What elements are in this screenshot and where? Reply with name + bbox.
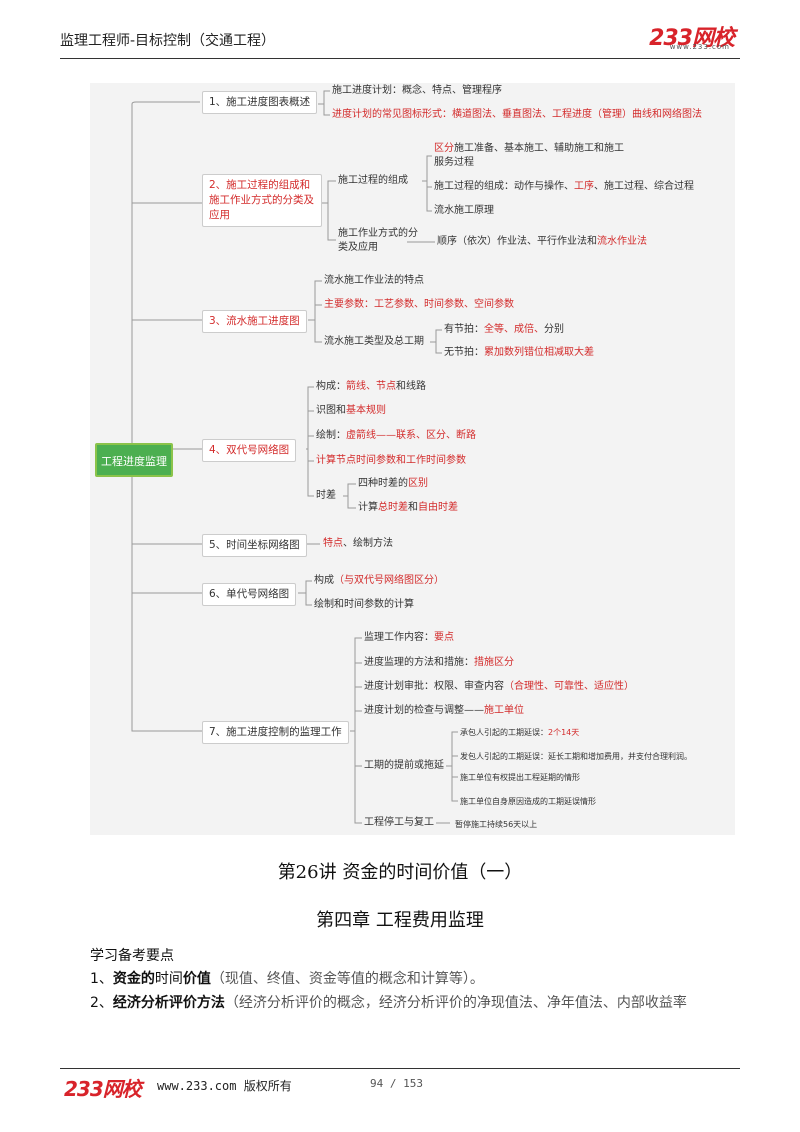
branch-3-item: 无节拍：累加数列错位相减取大差 xyxy=(444,347,594,358)
branch-4-subnode: 时差 xyxy=(316,490,336,501)
brand-logo: 233网校 xyxy=(649,26,735,51)
branch-7-item: 进度监理的方法和措施：措施区分 xyxy=(364,657,514,668)
branch-7-item: 进度计划审批：权限、审查内容（合理性、可靠性、适应性） xyxy=(364,681,634,692)
footer-copyright: www.233.com 版权所有 xyxy=(157,1079,292,1093)
item-highlight: 特点 xyxy=(323,538,343,549)
item-highlight: 全等、成倍、 xyxy=(484,324,544,335)
mind-map: 工程进度监理 1、施工进度图表概述 施工进度计划：概念、特点、管理程序 进度计划… xyxy=(90,83,735,835)
branch-1-item: 进度计划的常见图标形式：横道图法、垂直图法、工程进度（管理）曲线和网络图法 xyxy=(332,109,702,120)
branch-3-item: 有节拍：全等、成倍、分别 xyxy=(444,324,564,335)
item-highlight: 工序 xyxy=(574,181,594,192)
item-highlight: 自由时差 xyxy=(418,502,458,513)
branch-6-item: 构成（与双代号网络图区分） xyxy=(314,575,444,586)
item-text: 、绘制方法 xyxy=(343,538,393,549)
study-point-2: 2、经济分析评价方法（经济分析评价的概念，经济分析评价的净现值法、净年值法、内部… xyxy=(90,995,687,1011)
branch-4-item: 识图和基本规则 xyxy=(316,405,386,416)
branch-4-item: 构成：箭线、节点和线路 xyxy=(316,381,426,392)
branch-7-subnode: 工程停工与复工 xyxy=(364,817,434,828)
branch-5-item: 特点、绘制方法 xyxy=(323,537,393,551)
branch-2-subnode: 施工作业方式的分类及应用 xyxy=(338,228,418,253)
branch-3-node: 3、流水施工进度图 xyxy=(202,310,307,333)
item-highlight: 累加数列错位相减取大差 xyxy=(484,347,594,358)
item-highlight: 虚箭线——联系、区分、断路 xyxy=(346,430,476,441)
branch-4-node: 4、双代号网络图 xyxy=(202,439,297,462)
branch-2-node: 2、施工过程的组成和施工作业方式的分类及应用 xyxy=(202,174,322,227)
branch-4-item: 计算节点时间参数和工作时间参数 xyxy=(316,455,466,466)
branch-7-node: 7、施工进度控制的监理工作 xyxy=(202,721,349,744)
mind-map-connectors xyxy=(131,90,458,824)
footer-logo: 233网校 xyxy=(64,1077,142,1101)
branch-7-subitem: 施工单位自身原因造成的工期延误情形 xyxy=(460,797,596,806)
item-highlight: （与双代号网络图区分） xyxy=(334,575,444,586)
branch-2-item: 区分施工准备、基本施工、辅助施工和施工服务过程 xyxy=(434,142,624,170)
header-divider xyxy=(60,58,740,59)
branch-3-subnode: 流水施工类型及总工期 xyxy=(324,336,424,347)
branch-7-subitem: 发包人引起的工期延误：延长工期和增加费用，并支付合理利润。 xyxy=(460,752,692,761)
footer-divider xyxy=(60,1068,740,1069)
chapter-title: 第四章 工程费用监理 xyxy=(316,910,484,931)
branch-3-item: 流水施工作业法的特点 xyxy=(324,275,424,286)
branch-4-item: 绘制：虚箭线——联系、区分、断路 xyxy=(316,430,476,441)
branch-7-subitem: 暂停施工持续56天以上 xyxy=(455,820,538,829)
branch-2-item: 施工过程的组成：动作与操作、工序、施工过程、综合过程 xyxy=(434,181,694,192)
document-header-title: 监理工程师-目标控制（交通工程） xyxy=(60,33,276,49)
branch-1-node: 1、施工进度图表概述 xyxy=(202,91,318,114)
brand-logo-url: www.233.com xyxy=(669,43,730,51)
branch-7-subitem: 施工单位有权提出工程延期的情形 xyxy=(460,773,580,782)
mind-map-root: 工程进度监理 xyxy=(95,443,173,477)
item-text: 施工准备、基本施工、辅助施工和施工服务过程 xyxy=(434,143,624,168)
lecture-title: 第26讲 资金的时间价值（一） xyxy=(277,862,523,883)
item-highlight: 区分 xyxy=(434,143,454,154)
branch-6-node: 6、单代号网络图 xyxy=(202,583,297,606)
branch-7-item: 监理工作内容：要点 xyxy=(364,632,454,643)
branch-7-subnode: 工期的提前或拖延 xyxy=(364,760,444,771)
branch-4-item: 四种时差的区别 xyxy=(358,478,428,489)
item-highlight: 箭线、节点 xyxy=(346,381,396,392)
branch-5-node: 5、时间坐标网络图 xyxy=(202,534,307,557)
item-highlight: 区别 xyxy=(408,478,428,489)
item-highlight: 基本规则 xyxy=(346,405,386,416)
branch-4-item: 计算总时差和自由时差 xyxy=(358,502,458,513)
page-number: 94 / 153 xyxy=(370,1077,423,1090)
branch-2-subnode: 施工过程的组成 xyxy=(338,175,408,186)
branch-3-item: 主要参数：工艺参数、时间参数、空间参数 xyxy=(324,299,514,310)
branch-2-item: 流水施工原理 xyxy=(434,205,494,216)
branch-7-item: 进度计划的检查与调整——施工单位 xyxy=(364,705,524,716)
branch-1-item: 施工进度计划：概念、特点、管理程序 xyxy=(332,85,502,96)
study-heading: 学习备考要点 xyxy=(90,948,174,964)
item-highlight: 流水作业法 xyxy=(597,236,647,247)
study-point-1: 1、资金的时间价值（现值、终值、资金等值的概念和计算等）。 xyxy=(90,971,484,987)
branch-2-item: 顺序（依次）作业法、平行作业法和流水作业法 xyxy=(437,236,647,247)
branch-7-subitem: 承包人引起的工期延误：2个14天 xyxy=(460,728,580,737)
item-highlight: 总时差 xyxy=(378,502,408,513)
branch-6-item: 绘制和时间参数的计算 xyxy=(314,599,414,610)
